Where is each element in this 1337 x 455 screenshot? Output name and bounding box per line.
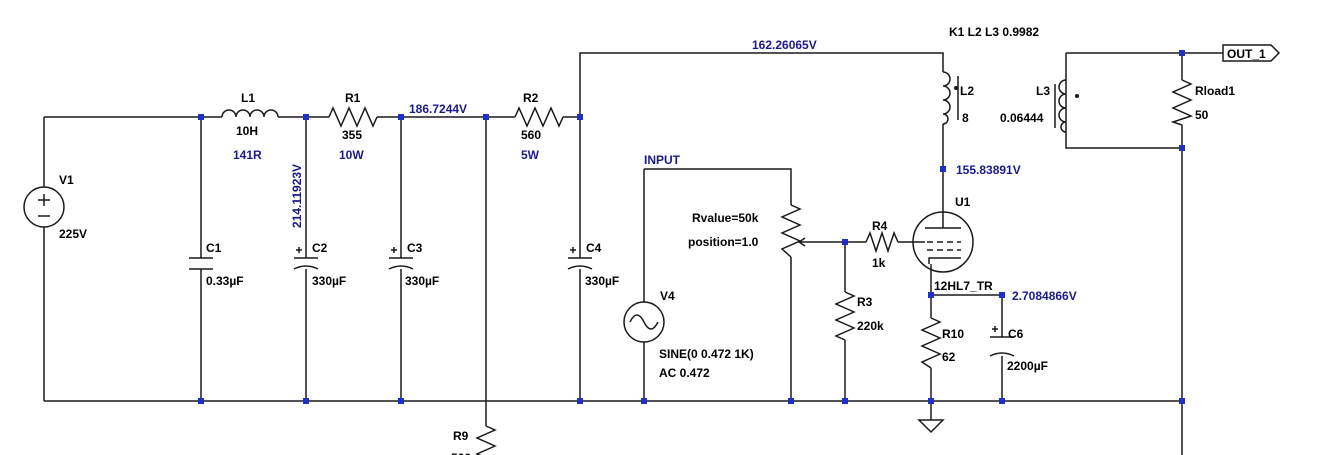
out1-port-label: OUT_1 xyxy=(1227,47,1266,61)
ground-symbol xyxy=(917,419,945,434)
c3-capacitor-symbol xyxy=(388,247,414,270)
input-net-label: INPUT xyxy=(644,153,681,167)
l2-value: 8 xyxy=(962,111,969,125)
v4-source-spec: SINE(0 0.472 1K) xyxy=(659,347,754,361)
pot-rvalue: Rvalue=50k xyxy=(692,211,759,225)
node-voltage-l1-r1: 214.11923V xyxy=(290,164,304,228)
r2-name: R2 xyxy=(523,91,539,105)
junctions xyxy=(198,50,1185,404)
pot-position: position=1.0 xyxy=(688,235,759,249)
c4-name: C4 xyxy=(586,241,602,255)
l1-inductor-symbol xyxy=(221,109,279,118)
c6-name: C6 xyxy=(1008,327,1024,341)
r10-value: 62 xyxy=(942,350,956,364)
r2-power: 5W xyxy=(521,148,540,162)
v1-name: V1 xyxy=(59,173,74,187)
c1-value: 0.33µF xyxy=(206,274,244,288)
rload1-value: 50 xyxy=(1195,108,1209,122)
u1-model: 12HL7_TR xyxy=(934,279,993,293)
r4-name: R4 xyxy=(872,219,888,233)
c6-capacitor-symbol xyxy=(989,326,1015,357)
l3-inductor-symbol xyxy=(1054,79,1079,133)
r1-power: 10W xyxy=(339,148,364,162)
node-voltage-plate: 155.83891V xyxy=(956,163,1021,177)
l1-resistance: 141R xyxy=(233,148,262,162)
r4-resistor-symbol xyxy=(865,230,899,254)
r3-name: R3 xyxy=(857,295,873,309)
v1-value: 225V xyxy=(59,227,87,241)
r3-resistor-symbol xyxy=(834,291,856,341)
c3-value: 330µF xyxy=(405,274,439,288)
c4-capacitor-symbol xyxy=(567,247,593,270)
r3-value: 220k xyxy=(857,319,884,333)
c4-value: 330µF xyxy=(585,274,619,288)
l1-name: L1 xyxy=(241,91,255,105)
out1-port-flag xyxy=(1222,44,1281,62)
r4-value: 1k xyxy=(872,256,886,270)
wires xyxy=(43,52,1223,455)
c1-capacitor-symbol xyxy=(189,257,213,270)
potentiometer-symbol xyxy=(780,204,808,258)
c6-value: 2200µF xyxy=(1007,359,1048,373)
r2-resistor-symbol xyxy=(514,106,564,128)
rload1-name: Rload1 xyxy=(1195,84,1235,98)
v1-dc-source-symbol xyxy=(23,186,65,228)
c2-value: 330µF xyxy=(312,274,346,288)
c3-name: C3 xyxy=(407,241,423,255)
c2-capacitor-symbol xyxy=(293,247,319,270)
r10-name: R10 xyxy=(942,327,964,341)
l3-name: L3 xyxy=(1036,84,1050,98)
r1-value: 355 xyxy=(342,128,362,142)
l2-inductor-symbol xyxy=(942,71,959,125)
r9-resistor-symbol xyxy=(475,425,497,455)
v4-sine-source-symbol xyxy=(623,301,665,343)
l2-name: L2 xyxy=(960,84,974,98)
c1-name: C1 xyxy=(206,241,222,255)
l1-value: 10H xyxy=(236,124,258,138)
r10-resistor-symbol xyxy=(920,317,942,369)
r9-name: R9 xyxy=(453,429,469,443)
node-voltage-r1-r2: 186.7244V xyxy=(409,102,467,116)
spice-directive: K1 L2 L3 0.9982 xyxy=(949,25,1039,39)
v4-ac-spec: AC 0.472 xyxy=(659,366,710,380)
node-voltage-b-plus: 162.26065V xyxy=(752,38,817,52)
rload1-resistor-symbol xyxy=(1170,79,1194,126)
c2-name: C2 xyxy=(312,241,328,255)
v4-name: V4 xyxy=(660,289,675,303)
r1-resistor-symbol xyxy=(328,106,378,128)
u1-name: U1 xyxy=(955,195,971,209)
node-voltage-cathode: 2.7084866V xyxy=(1012,289,1077,303)
u1-tube-symbol xyxy=(912,211,974,273)
r1-name: R1 xyxy=(345,91,361,105)
l3-value: 0.06444 xyxy=(1000,111,1044,125)
r9-value: 500 xyxy=(451,451,471,455)
r2-value: 560 xyxy=(521,128,541,142)
